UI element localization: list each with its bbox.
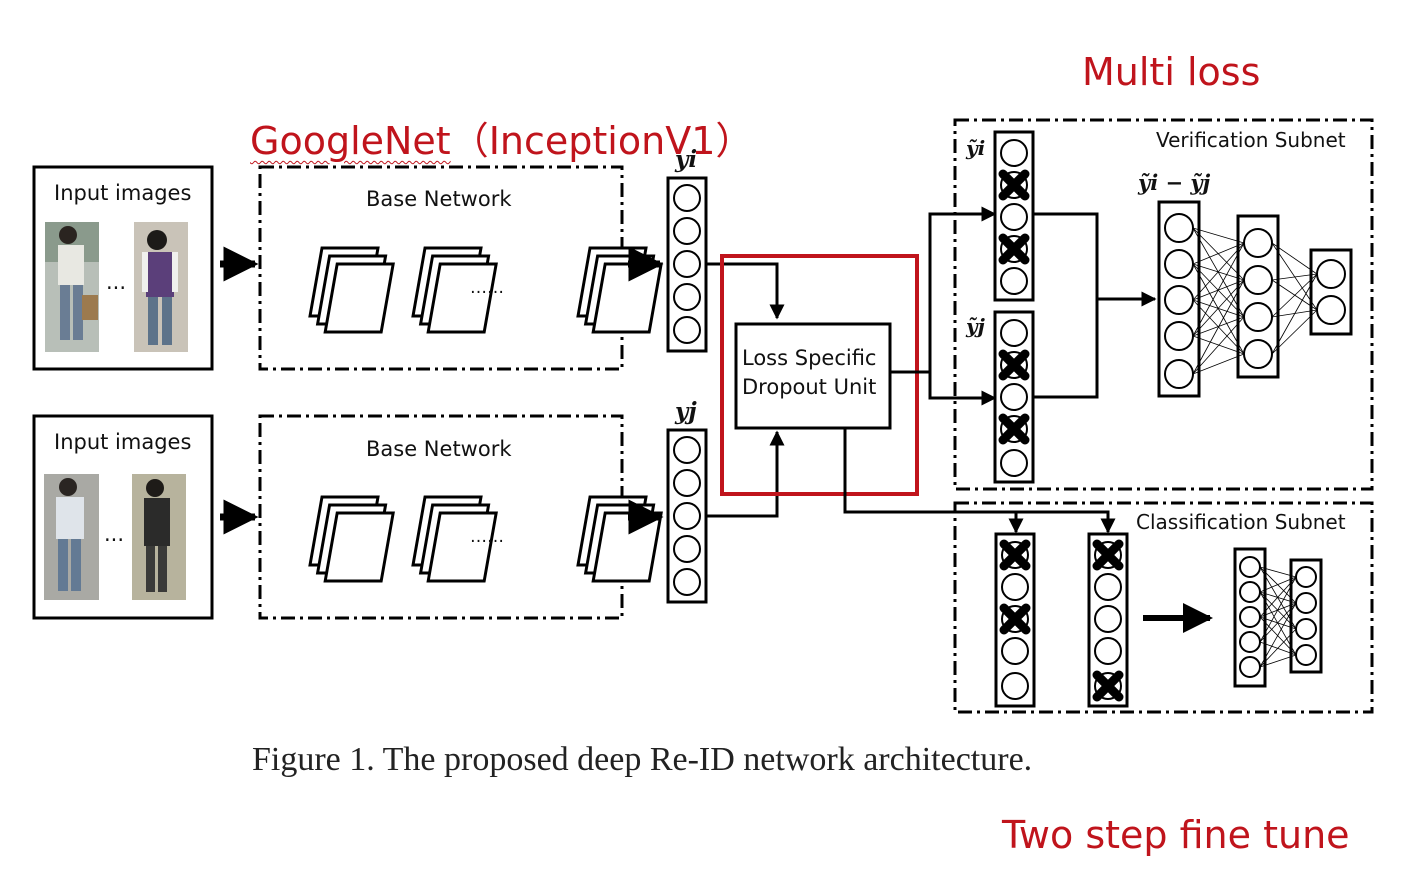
verification-subnet-title: Verification Subnet: [1156, 128, 1346, 152]
input-images-label-top: Input images: [54, 181, 192, 205]
classification-vector-2: [1087, 532, 1129, 708]
googlenet-annotation: GoogleNet（InceptionV1）: [250, 110, 753, 165]
input-ellipsis-top: ...: [106, 270, 127, 294]
yj-label: yj: [675, 398, 697, 425]
googlenet-label: GoogleNet: [250, 119, 451, 163]
feature-vector-yi: [666, 176, 708, 353]
verification-connections: [1192, 227, 1318, 375]
verification-subnet-box: [953, 118, 1374, 491]
multi-loss-annotation: Multi loss: [1082, 50, 1261, 94]
input-box-top: [32, 165, 214, 371]
inception-label: （InceptionV1）: [450, 119, 754, 163]
dropout-vector-yi: [993, 130, 1035, 302]
dropout-unit-label-1: Loss Specific: [742, 346, 877, 370]
person-photo-1: [45, 222, 99, 352]
yj-tilde-label: ỹj: [966, 314, 985, 338]
input-images-label-bottom: Input images: [54, 430, 192, 454]
base-network-label-bottom: Base Network: [366, 437, 512, 461]
classification-vector-1: [994, 532, 1036, 708]
figure-caption: Figure 1. The proposed deep Re-ID networ…: [252, 741, 1033, 778]
person-photo-3: [44, 474, 99, 600]
dropout-unit-label-2: Dropout Unit: [742, 375, 877, 399]
classification-subnet-box: [953, 501, 1374, 714]
yi-tilde-label: ỹi: [966, 136, 986, 160]
dropout-unit-box: [734, 322, 892, 430]
verification-output-layer: [1309, 248, 1353, 336]
base-ellipsis-top: ……: [470, 278, 504, 298]
classification-connections: [1259, 566, 1297, 668]
input-box-bottom: [32, 414, 214, 620]
two-step-annotation: Two step fine tune: [1002, 813, 1350, 857]
feature-vector-yj: [666, 428, 708, 604]
person-photo-4: [132, 474, 186, 600]
difference-label: ỹi − ỹj: [1138, 170, 1211, 195]
verification-hidden-layer: [1236, 214, 1280, 379]
difference-layer: [1157, 200, 1201, 398]
base-ellipsis-bottom: ……: [470, 527, 504, 547]
person-photo-2: [134, 222, 188, 352]
dropout-vector-yj: [993, 310, 1035, 484]
input-ellipsis-bottom: ...: [104, 522, 125, 546]
base-network-label-top: Base Network: [366, 187, 512, 211]
classification-subnet-title: Classification Subnet: [1136, 510, 1346, 534]
yi-label: yi: [675, 146, 698, 173]
highlight-box: [720, 254, 919, 496]
